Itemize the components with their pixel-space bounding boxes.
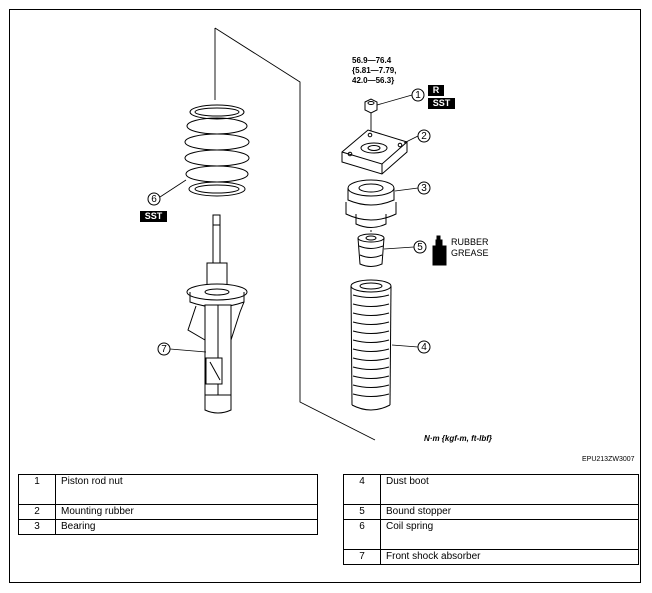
- callout-7: 7: [161, 344, 167, 355]
- callout-6: 6: [151, 194, 157, 205]
- callout-2: 2: [421, 131, 427, 142]
- exploded-diagram: [147, 27, 447, 441]
- callout-5: 5: [417, 242, 423, 253]
- legend-num: 7: [343, 549, 381, 565]
- shock-absorber-drawing: [186, 214, 248, 414]
- legend-num: 2: [18, 504, 56, 520]
- bearing-drawing: [345, 179, 397, 232]
- legend-num: 4: [343, 474, 381, 505]
- table-row: 6 Coil spring: [343, 519, 639, 550]
- figure-code: EPU213ZW3007: [582, 456, 635, 463]
- callout-4: 4: [421, 342, 427, 353]
- legend-num: 6: [343, 519, 381, 550]
- torque-spec-line-1: 56.9—76.4: [352, 56, 392, 65]
- table-row: 2 Mounting rubber: [18, 504, 318, 520]
- piston-rod-nut-drawing: [364, 98, 378, 114]
- legend-num: 5: [343, 504, 381, 520]
- legend-table-right: 4 Dust boot 5 Bound stopper 6 Coil sprin…: [343, 474, 639, 565]
- torque-spec-line-2: {5.81—7.79,: [352, 66, 397, 75]
- callout-1: 1: [415, 90, 421, 101]
- sst-badge-spring: SST: [140, 211, 167, 222]
- units-label: N·m {kgf-m, ft-lbf}: [424, 434, 492, 443]
- grease-tube-icon: [432, 235, 447, 266]
- legend-part-name: Mounting rubber: [55, 504, 318, 520]
- grease-label-line-2: GREASE: [451, 248, 489, 258]
- torque-spec-line-3: 42.0—56.3}: [352, 76, 395, 85]
- coil-spring-drawing: [184, 104, 250, 197]
- legend-part-name: Bound stopper: [380, 504, 639, 520]
- callout-circle-6: [147, 192, 161, 206]
- sst-badge-nut: SST: [428, 98, 455, 109]
- mounting-rubber-drawing: [341, 129, 408, 175]
- table-row: 5 Bound stopper: [343, 504, 639, 520]
- table-row: 4 Dust boot: [343, 474, 639, 505]
- table-row: 1 Piston rod nut: [18, 474, 318, 505]
- table-row: 3 Bearing: [18, 519, 318, 535]
- callout-3: 3: [421, 183, 427, 194]
- legend-part-name: Piston rod nut: [55, 474, 318, 505]
- torque-spec: 56.9—76.4 {5.81—7.79, 42.0—56.3}: [352, 56, 396, 86]
- grease-label-line-1: RUBBER: [451, 237, 489, 247]
- assembly-guide-line: [214, 27, 376, 441]
- replace-badge: R: [428, 85, 444, 96]
- legend-table-left: 1 Piston rod nut 2 Mounting rubber 3 Bea…: [18, 474, 318, 535]
- legend-part-name: Coil spring: [380, 519, 639, 550]
- dust-boot-drawing: [350, 279, 392, 411]
- bound-stopper-drawing: [357, 233, 385, 267]
- table-row: 7 Front shock absorber: [343, 549, 639, 565]
- legend-part-name: Dust boot: [380, 474, 639, 505]
- legend-part-name: Front shock absorber: [380, 549, 639, 565]
- figure-frame: [9, 9, 641, 583]
- grease-label: RUBBER GREASE: [451, 237, 489, 259]
- legend-part-name: Bearing: [55, 519, 318, 535]
- legend-num: 1: [18, 474, 56, 505]
- legend-num: 3: [18, 519, 56, 535]
